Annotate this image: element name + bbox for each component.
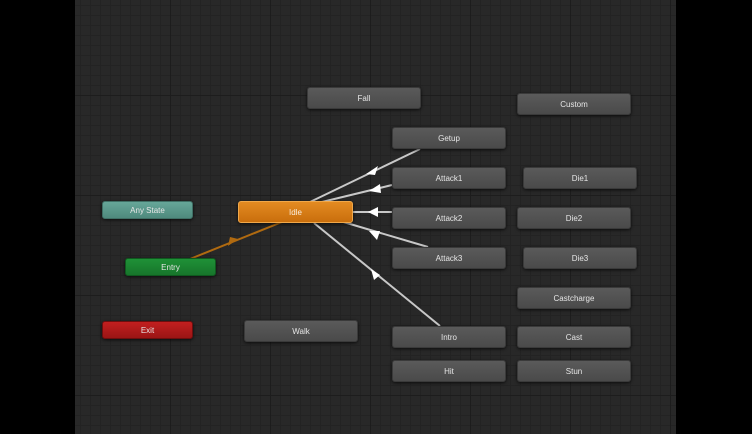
state-intro[interactable]: Intro [392, 326, 506, 348]
state-label: Intro [440, 332, 457, 342]
state-attack3[interactable]: Attack3 [392, 247, 506, 269]
state-custom[interactable]: Custom [517, 93, 631, 115]
state-label: Fall [357, 93, 371, 103]
state-castcharge[interactable]: Castcharge [517, 287, 631, 309]
state-label: Die1 [571, 173, 589, 183]
state-attack2[interactable]: Attack2 [392, 207, 506, 229]
state-label: Custom [560, 99, 588, 109]
state-fall[interactable]: Fall [307, 87, 421, 109]
state-idle[interactable]: Idle [238, 201, 353, 223]
state-label: Entry [161, 262, 180, 272]
state-label: Walk [292, 326, 310, 336]
state-label: Die2 [565, 213, 583, 223]
state-stun[interactable]: Stun [517, 360, 631, 382]
state-label: Attack1 [435, 173, 463, 183]
state-label: Castcharge [553, 293, 595, 303]
state-label: Exit [140, 325, 155, 335]
state-getup[interactable]: Getup [392, 127, 506, 149]
state-any-state[interactable]: Any State [102, 201, 193, 219]
state-label: Hit [444, 366, 454, 376]
state-label: Cast [565, 332, 583, 342]
state-label: Any State [130, 205, 165, 215]
state-label: Die3 [571, 253, 589, 263]
state-label: Attack2 [435, 213, 463, 223]
state-exit[interactable]: Exit [102, 321, 193, 339]
state-attack1[interactable]: Attack1 [392, 167, 506, 189]
state-cast[interactable]: Cast [517, 326, 631, 348]
state-label: Idle [289, 207, 302, 217]
state-label: Stun [565, 366, 583, 376]
state-hit[interactable]: Hit [392, 360, 506, 382]
state-die3[interactable]: Die3 [523, 247, 637, 269]
state-die1[interactable]: Die1 [523, 167, 637, 189]
state-label: Attack3 [435, 253, 463, 263]
state-die2[interactable]: Die2 [517, 207, 631, 229]
state-walk[interactable]: Walk [244, 320, 358, 342]
state-label: Getup [438, 133, 460, 143]
state-entry[interactable]: Entry [125, 258, 216, 276]
